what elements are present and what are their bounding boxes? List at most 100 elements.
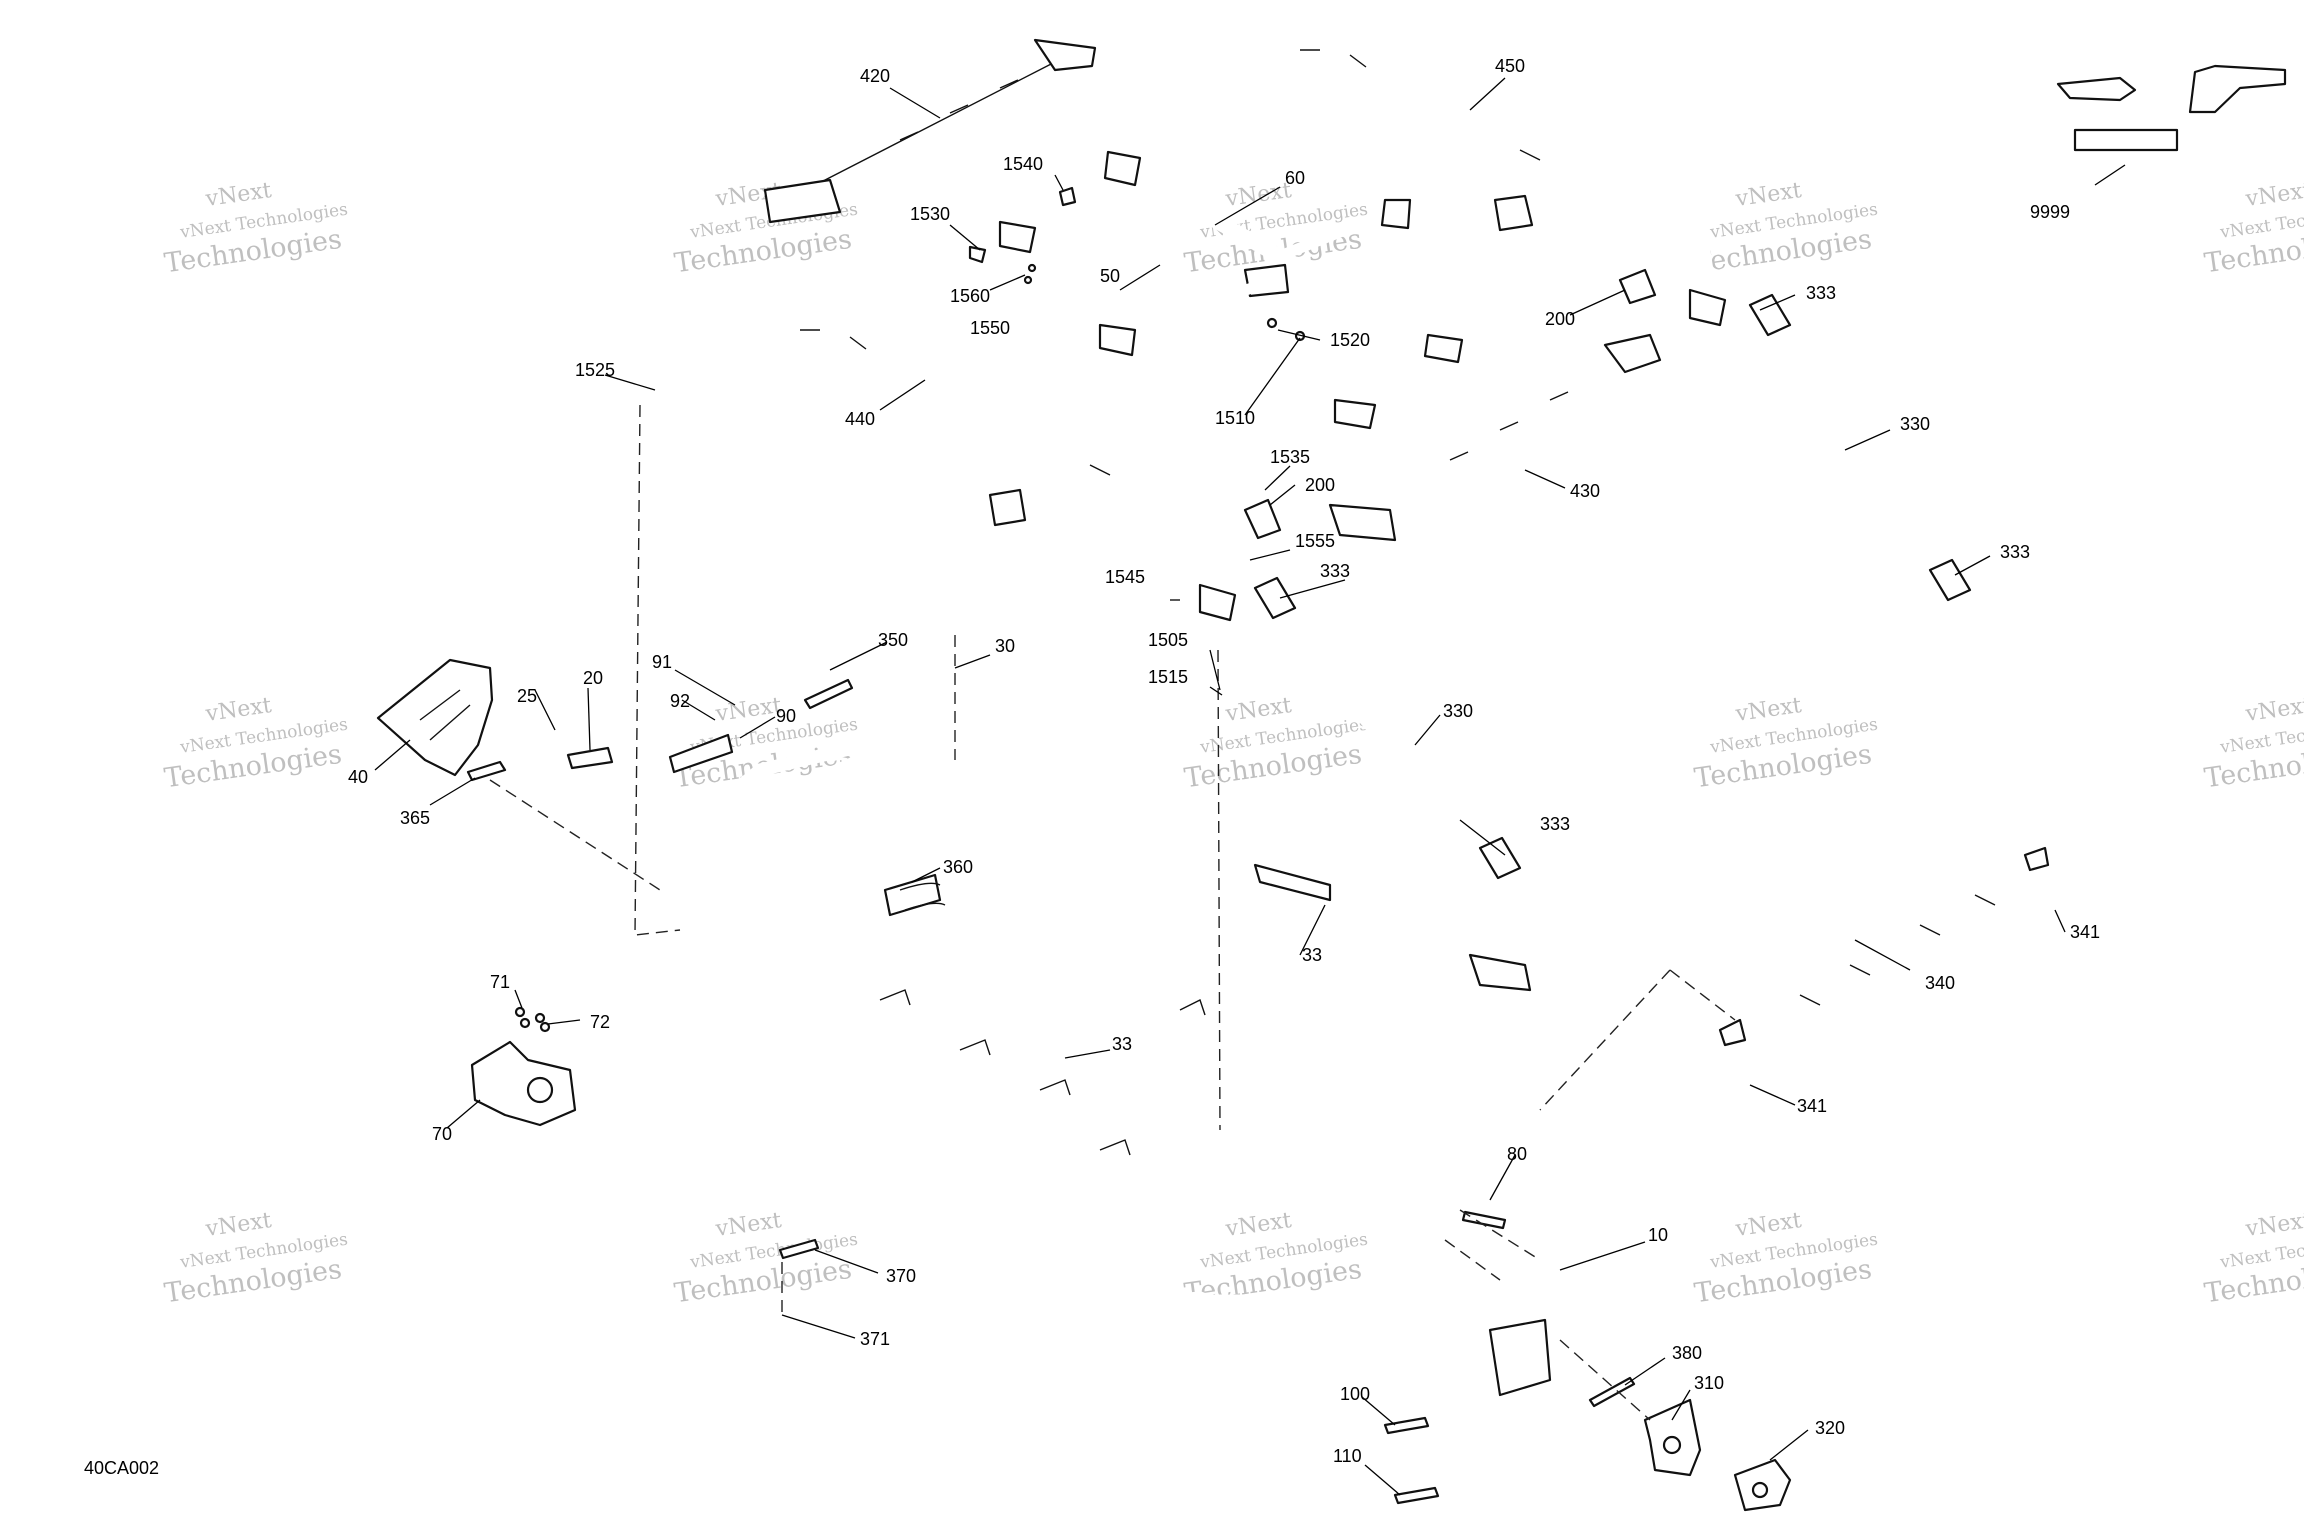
- callout-341-upper: 341: [2070, 922, 2100, 942]
- callout-430: 430: [1570, 481, 1600, 501]
- callout-1550: 1550: [970, 318, 1010, 338]
- part-380-pin: [1588, 1376, 1636, 1408]
- callout-91: 91: [652, 652, 672, 672]
- part-110-strap: [1393, 1486, 1440, 1505]
- callout-200-upper: 200: [1545, 309, 1575, 329]
- part-450-rear-hoop: [1170, 30, 1727, 327]
- callout-340: 340: [1925, 973, 1955, 993]
- watermark-prefix: vNext: [1223, 693, 1293, 727]
- part-420-roof-rail: [759, 38, 1097, 224]
- callout-1560: 1560: [950, 286, 990, 306]
- part-333-clamp-1: [1748, 293, 1792, 337]
- callout-320: 320: [1815, 1418, 1845, 1438]
- part-50-front-cross-bar: [998, 220, 1377, 430]
- callout-1530: 1530: [910, 204, 950, 224]
- callout-1545: 1545: [1105, 567, 1145, 587]
- hardware-cluster-roof: [968, 186, 1306, 342]
- callout-1540: 1540: [1003, 154, 1043, 174]
- callout-60: 60: [1285, 168, 1305, 188]
- callout-50: 50: [1100, 266, 1120, 286]
- callout-30: 30: [995, 636, 1015, 656]
- part-20-bracket: [566, 746, 614, 770]
- part-80-bracket: [1461, 1210, 1507, 1230]
- part-440-front-hoop: [665, 310, 1237, 622]
- callout-440: 440: [845, 409, 875, 429]
- leader-lines: [374, 77, 2126, 1496]
- callout-360: 360: [943, 857, 973, 877]
- part-333-clamp-3: [1253, 576, 1297, 620]
- callout-72: 72: [590, 1012, 610, 1032]
- watermark-prefix: vNext: [1733, 1208, 1803, 1242]
- callout-100: 100: [1340, 1384, 1370, 1404]
- callout-1510: 1510: [1215, 408, 1255, 428]
- callout-9999: 9999: [2030, 202, 2070, 222]
- figure-code: 40CA002: [84, 1458, 159, 1478]
- watermark-prefix: vNext: [1733, 693, 1803, 727]
- callout-10: 10: [1648, 1225, 1668, 1245]
- callout-80: 80: [1507, 1144, 1527, 1164]
- part-360-plate: [899, 882, 946, 911]
- part-100-strap: [1383, 1416, 1430, 1435]
- callout-1520: 1520: [1330, 330, 1370, 350]
- callout-350: 350: [878, 630, 908, 650]
- watermark-prefix: vNext: [1223, 1208, 1293, 1242]
- callout-380: 380: [1672, 1343, 1702, 1363]
- callout-371: 371: [860, 1329, 890, 1349]
- part-333-clamp-2: [1928, 558, 1972, 602]
- part-330-upright-tube-center: [1292, 632, 1468, 838]
- assembly-dash-lines: [489, 404, 1736, 1421]
- part-310-plate: [1643, 1398, 1702, 1477]
- callout-333-right: 333: [2000, 542, 2030, 562]
- part-200-grab-handle-upper: [1618, 268, 1657, 305]
- part-9999-decals: [2056, 64, 2287, 152]
- part-90-bracket: [668, 733, 734, 774]
- callout-90: 90: [776, 706, 796, 726]
- callout-341-lower: 341: [1797, 1096, 1827, 1116]
- callout-1535: 1535: [1270, 447, 1310, 467]
- callout-labels: 420 450 9999 1540 60 1530 1560 1550 50 1…: [348, 56, 2100, 1466]
- callout-20: 20: [583, 668, 603, 688]
- watermark-prefix: vNext: [713, 1208, 783, 1242]
- part-320-bracket: [1733, 1458, 1792, 1512]
- watermark-prefix: vNext: [2243, 178, 2304, 212]
- callout-420: 420: [860, 66, 890, 86]
- callout-200-lower: 200: [1305, 475, 1335, 495]
- callout-1555: 1555: [1295, 531, 1335, 551]
- watermark-prefix: vNext: [1223, 178, 1293, 212]
- part-350-strap: [803, 678, 854, 710]
- part-340-side-tube: [1718, 846, 2050, 1047]
- callout-330-center: 330: [1443, 701, 1473, 721]
- part-333-clamp-4: [1478, 836, 1522, 880]
- callout-310: 310: [1694, 1373, 1724, 1393]
- callout-71: 71: [490, 972, 510, 992]
- callout-330-right: 330: [1900, 414, 1930, 434]
- callout-92: 92: [670, 691, 690, 711]
- callout-33-lower: 33: [1112, 1034, 1132, 1054]
- part-370-bracket: [778, 1238, 820, 1260]
- callout-70: 70: [432, 1124, 452, 1144]
- part-200-grab-handle-lower: [1243, 498, 1282, 540]
- watermark-prefix: vNext: [203, 178, 273, 212]
- callout-110: 110: [1333, 1446, 1362, 1466]
- part-430-side-rail: [1328, 333, 1662, 542]
- part-60-rear-cross-bar: [1103, 150, 1464, 364]
- callout-1525: 1525: [575, 360, 615, 380]
- callout-333-top: 333: [1806, 283, 1836, 303]
- callout-1505: 1505: [1148, 630, 1188, 650]
- watermark-prefix: vNext: [2243, 1208, 2304, 1242]
- watermark-prefix: vNext: [203, 693, 273, 727]
- watermark-prefix: vNext: [203, 1208, 273, 1242]
- callout-333-mid: 333: [1320, 561, 1350, 581]
- part-330-upright-tube-right: [1777, 352, 1933, 553]
- part-10-main-frame: [661, 721, 1569, 1409]
